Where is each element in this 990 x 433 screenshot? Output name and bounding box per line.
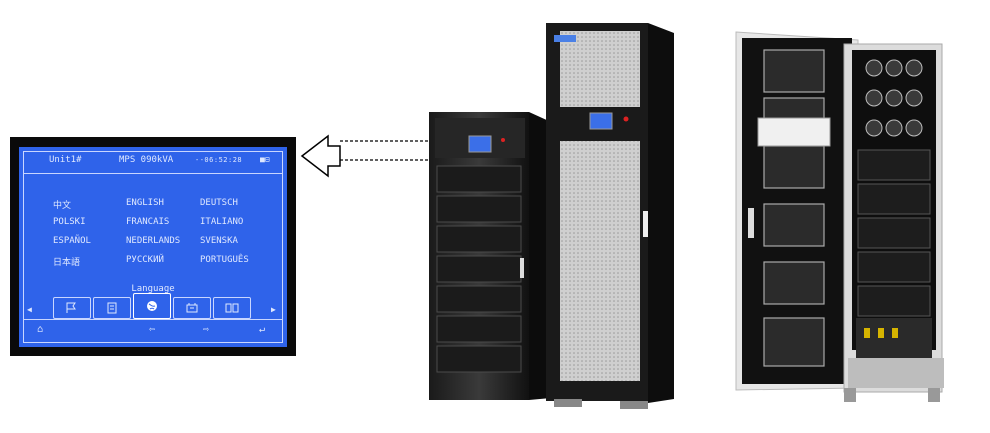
menu-icon-bar <box>53 293 253 319</box>
ups-cabinet-tall <box>546 23 674 409</box>
scroll-right-icon[interactable]: ▶ <box>271 305 276 314</box>
left-arrow-icon[interactable]: ⇦ <box>149 324 156 335</box>
lang-option-fr[interactable]: FRANCAIS <box>126 217 170 227</box>
lang-option-it[interactable]: ITALIANO <box>200 217 244 227</box>
model-label: MPS 090kVA <box>119 155 174 165</box>
lcd-header: Unit1# MPS 090kVA --06:52:28 ■⊟ <box>19 147 287 169</box>
lang-option-ja[interactable]: 日本語 <box>53 258 81 268</box>
lang-option-nl[interactable]: NEDERLANDS <box>126 236 181 246</box>
lang-option-pt[interactable]: PORTUGUÊS <box>200 255 249 265</box>
status-icons: ■⊟ <box>260 155 270 164</box>
globe-icon[interactable] <box>133 293 171 319</box>
lang-option-pl[interactable]: POLSKI <box>53 217 86 227</box>
lang-option-es[interactable]: ESPAÑOL <box>53 236 91 246</box>
book-icon[interactable] <box>213 297 251 319</box>
ups-cabinet-open <box>735 31 944 402</box>
home-icon[interactable]: ⌂ <box>37 324 44 335</box>
screen-caption: Language <box>131 284 175 294</box>
flag-icon[interactable] <box>53 297 91 319</box>
lang-option-ru[interactable]: PУССКИЙ <box>126 255 164 265</box>
header-divider <box>23 173 283 174</box>
enter-icon[interactable]: ↵ <box>259 324 266 335</box>
clock-label: --06:52:28 <box>195 156 243 164</box>
lang-option-sv[interactable]: SVENSKA <box>200 236 238 246</box>
list-icon[interactable] <box>93 297 131 319</box>
lcd-footer: ⌂ ⇦ ⇨ ↵ <box>23 319 283 342</box>
lang-option-de[interactable]: DEUTSCH <box>200 198 238 208</box>
lcd-screen: Unit1# MPS 090kVA --06:52:28 ■⊟ 中文 ENGLI… <box>19 147 287 347</box>
right-arrow-icon[interactable]: ⇨ <box>203 324 210 335</box>
settings-icon[interactable] <box>173 297 211 319</box>
ups-cabinet-small <box>429 112 551 400</box>
lang-option-zh[interactable]: 中文 <box>53 201 72 211</box>
lang-option-en[interactable]: ENGLISH <box>126 198 164 208</box>
lcd-border <box>23 151 283 343</box>
unit-label: Unit1# <box>49 155 82 165</box>
scroll-left-icon[interactable]: ◀ <box>27 305 32 314</box>
